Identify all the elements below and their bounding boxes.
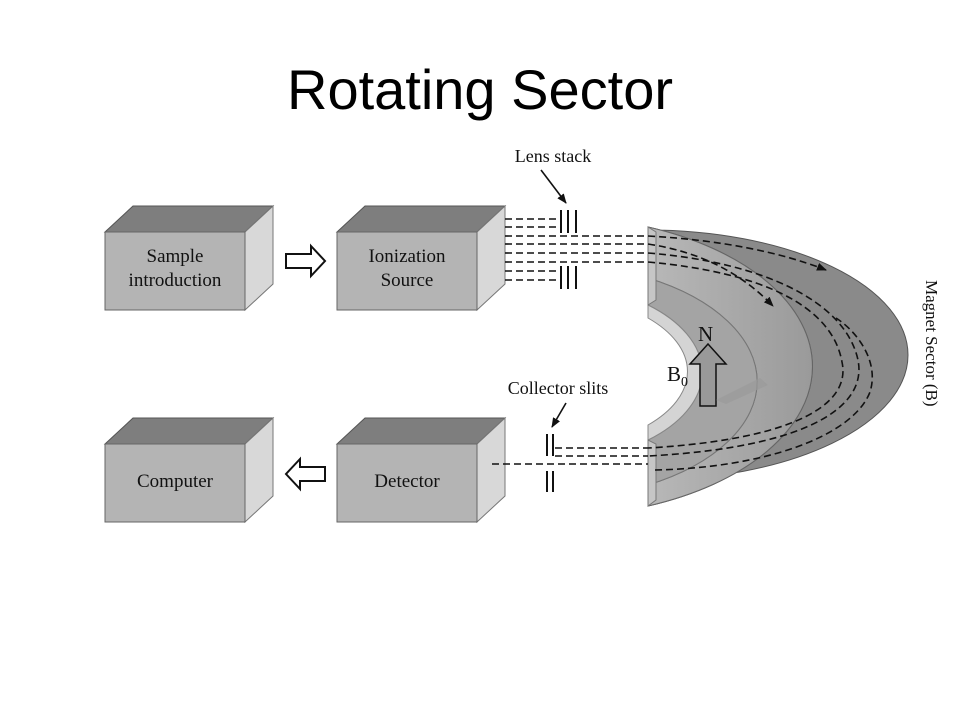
sample-introduction-box: Sample introduction [103,204,275,312]
hollow-arrow-left-icon [284,456,326,492]
slide-title: Rotating Sector [287,58,673,121]
computer-label: Computer [137,471,214,492]
sample-label-line1: Sample [147,246,204,267]
detector-box: Detector [335,416,507,524]
lens-stack-pointer [540,169,567,204]
magnet-sector [647,226,909,507]
computer-box: Computer [103,416,275,524]
ionization-source-box: Ionization Source [335,204,507,312]
field-arrow-shadow [716,378,768,404]
collector-slits [546,434,554,492]
magnet-sector-label: Magnet Sector (B) [922,280,941,407]
hollow-arrow-up-icon [688,342,728,407]
collector-slits-pointer [551,402,567,428]
detector-label: Detector [374,471,440,492]
lens-stack [560,210,577,289]
lens-stack-label: Lens stack [515,146,591,166]
collector-slits-label: Collector slits [508,378,609,398]
ion-beam-paths [492,218,873,471]
ionization-label-line1: Ionization [368,246,446,267]
ionization-label-line2: Source [381,270,434,291]
hollow-arrow-right-icon [285,243,327,279]
sample-label-line2: introduction [129,270,222,291]
north-label: N [698,322,713,346]
field-label: B0 [667,362,688,390]
